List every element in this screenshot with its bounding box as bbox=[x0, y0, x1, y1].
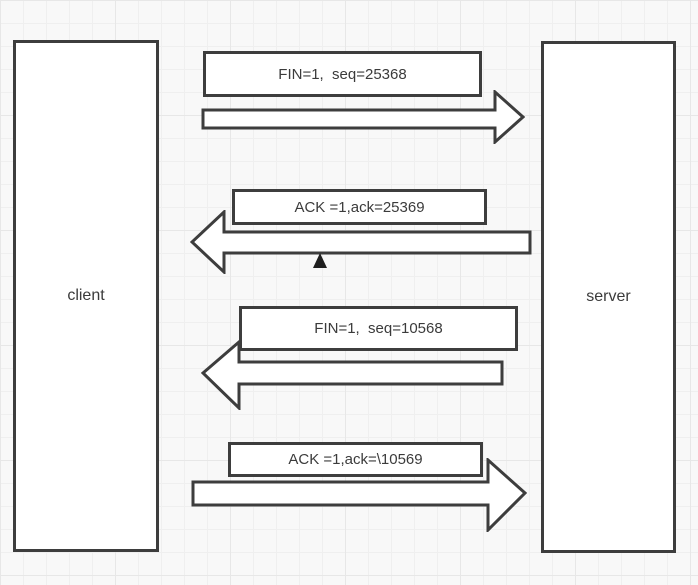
message-1-label-box: FIN=1, seq=25368 bbox=[203, 51, 482, 97]
message-1-label: FIN=1, seq=25368 bbox=[278, 65, 407, 83]
server-box: server bbox=[541, 41, 676, 553]
message-3-label-box: FIN=1, seq=10568 bbox=[239, 306, 518, 351]
message-4-label-box: ACK =1,ack=\10569 bbox=[228, 442, 483, 477]
message-2-label: ACK =1,ack=25369 bbox=[294, 198, 425, 216]
client-box: client bbox=[13, 40, 159, 552]
message-2-label-box: ACK =1,ack=25369 bbox=[232, 189, 487, 225]
message-4-label: ACK =1,ack=\10569 bbox=[288, 451, 423, 468]
arrow-left-icon bbox=[190, 210, 532, 274]
arrow-left-icon bbox=[201, 340, 504, 410]
arrow-right-icon bbox=[201, 90, 525, 144]
up-triangle-marker-icon bbox=[313, 253, 327, 268]
message-3-label: FIN=1, seq=10568 bbox=[314, 320, 443, 337]
arrow-right-icon bbox=[191, 458, 527, 532]
server-label: server bbox=[586, 288, 631, 305]
client-label: client bbox=[67, 287, 105, 304]
